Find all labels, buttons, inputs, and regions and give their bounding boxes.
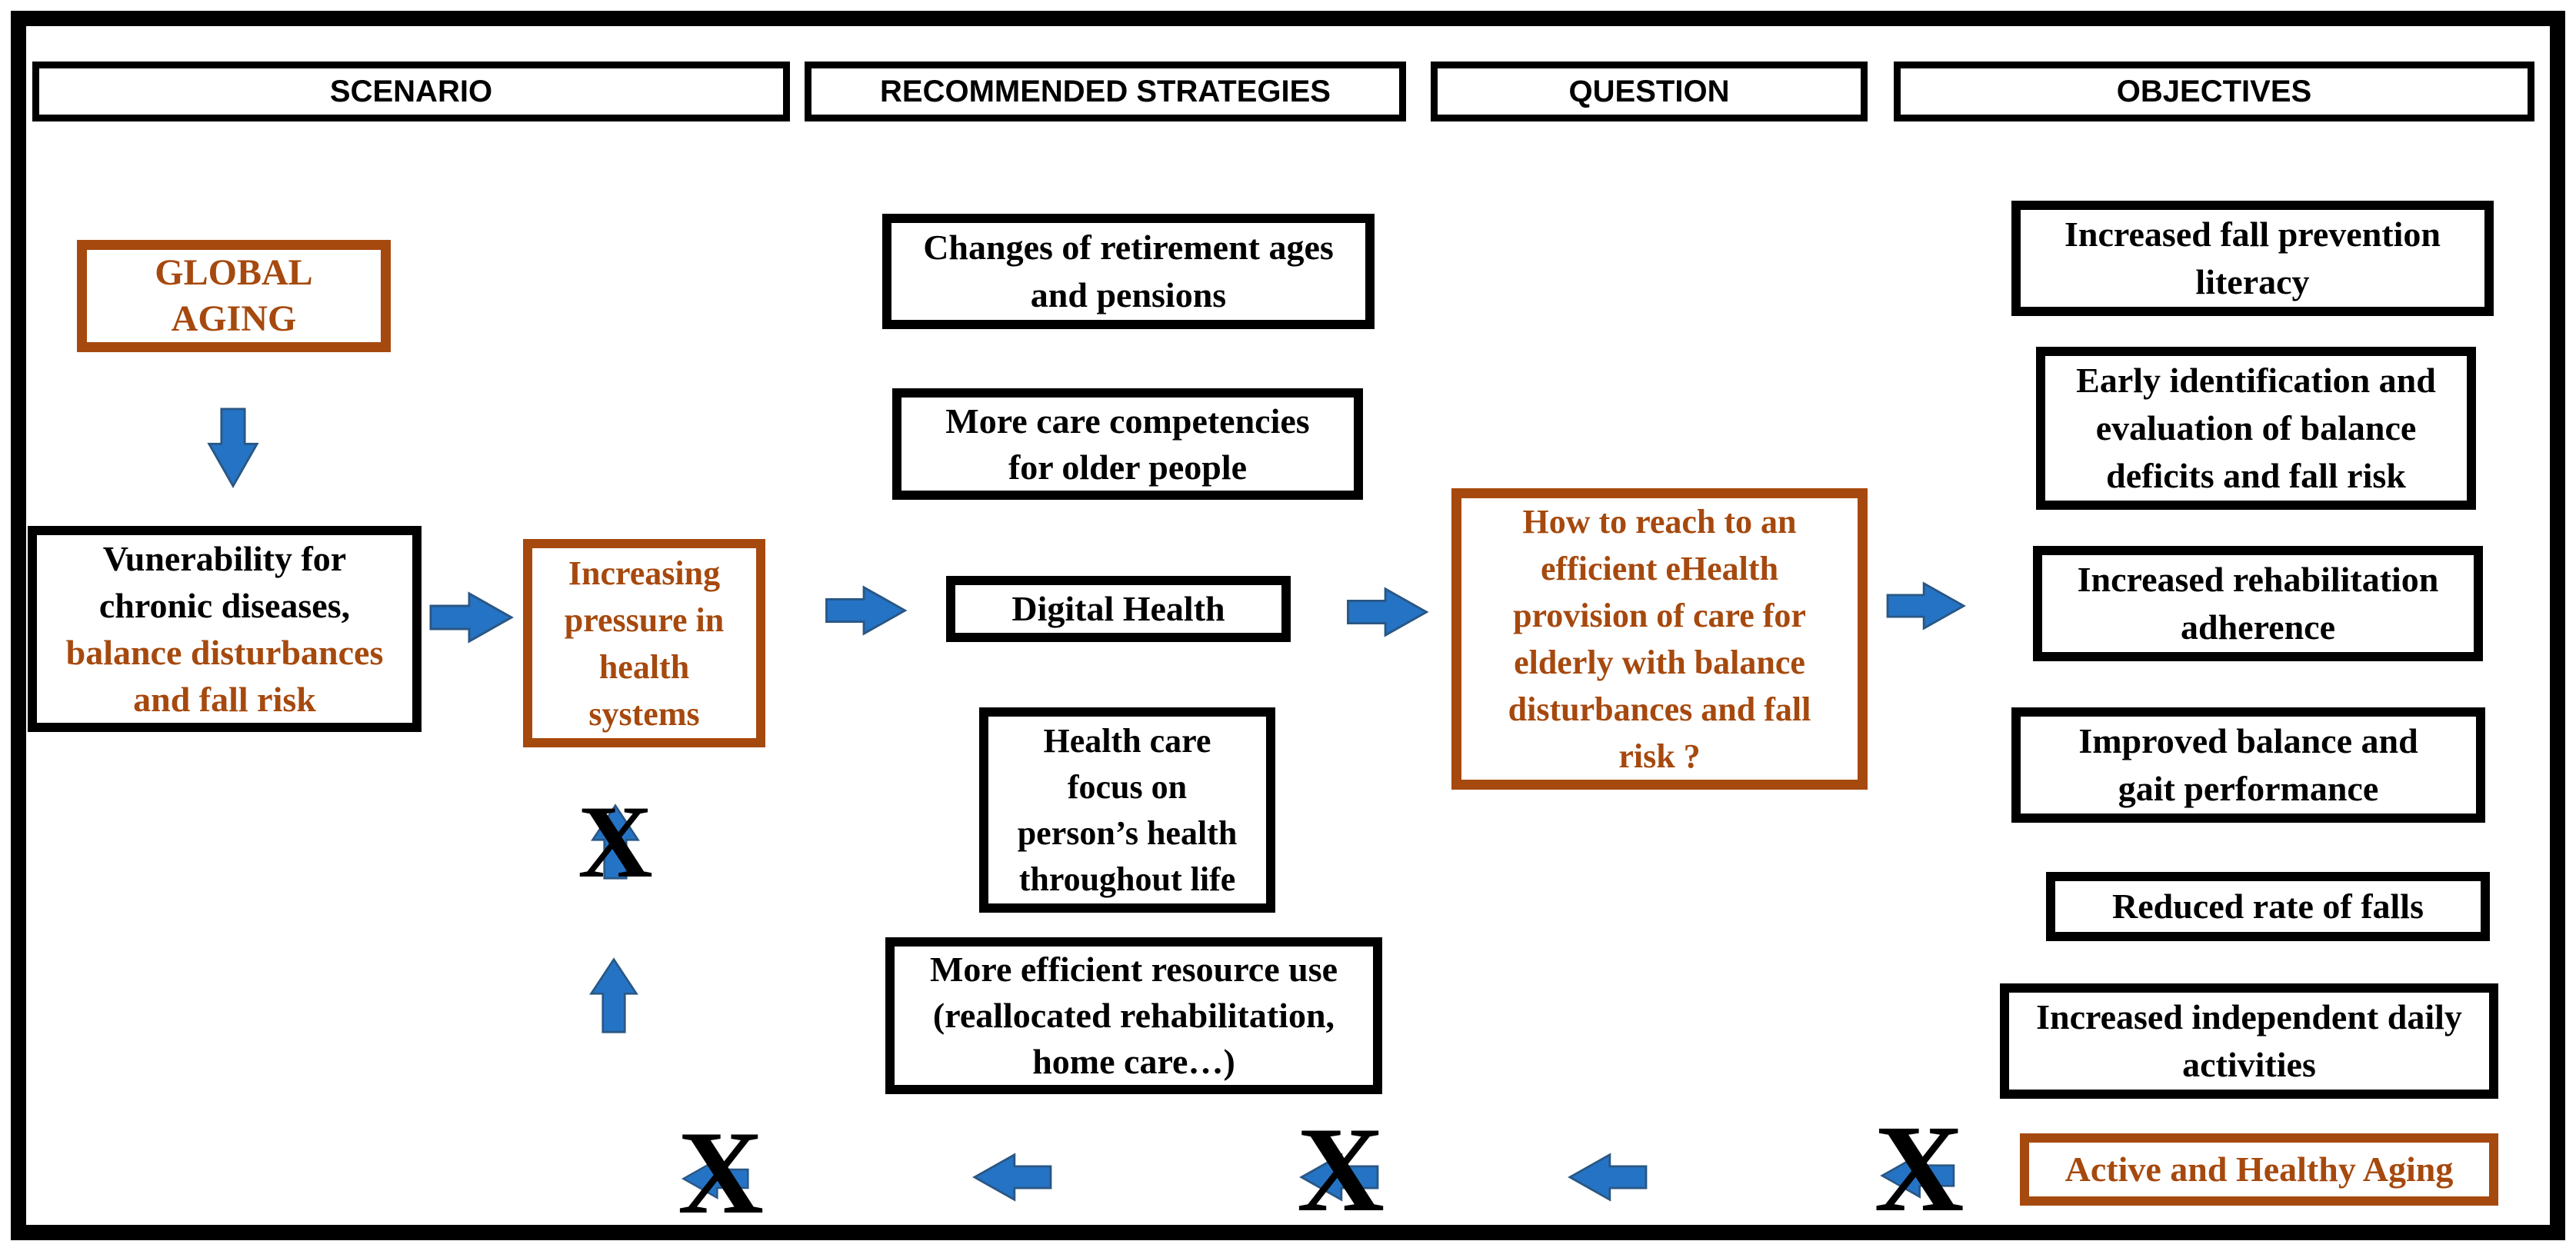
x-mark: X [1296,1103,1385,1237]
text-line: Increased independent daily [2036,997,2462,1036]
box-global-aging: GLOBAL AGING [77,240,391,352]
arrow-left-icon [1567,1152,1648,1203]
text-line: disturbances and fall [1508,690,1811,728]
text-line: chronic diseases, [98,586,351,625]
box-fall-prevention-literacy: Increased fall prevention literacy [2011,201,2494,316]
column-header-objectives: OBJECTIVES [1894,62,2534,121]
text-line: provision of care for [1513,597,1806,634]
arrow-up-icon [588,957,639,1034]
column-header-scenario: SCENARIO [32,62,790,121]
text-line: More care competencies [945,401,1310,441]
text-line: activities [2182,1045,2316,1084]
arrow-right-icon [1346,586,1429,638]
text-line: Reduced rate of falls [2112,887,2424,926]
box-early-identification: Early identification and evaluation of ba… [2036,347,2476,510]
box-active-healthy-aging: Active and Healthy Aging [2020,1133,2498,1206]
box-digital-health: Digital Health [946,576,1291,642]
text-line: evaluation of balance [2095,408,2417,447]
x-mark: X [578,784,653,900]
arrow-left-crossed-icon [673,1157,758,1200]
text-line: systems [588,694,700,733]
text-line: Increased fall prevention [2064,215,2441,254]
arrow-up-crossed-icon [590,804,641,880]
text-line: for older people [1008,447,1248,487]
box-reduced-falls: Reduced rate of falls [2046,872,2490,941]
text-line: balance disturbances [65,633,384,672]
box-resource-use: More efficient resource use (reallocated … [885,937,1382,1094]
text-line: (reallocated rehabilitation, [932,996,1335,1035]
text-line: pressure in [564,601,725,639]
box-rehabilitation-adherence: Increased rehabilitation adherence [2033,546,2483,661]
x-mark: X [1874,1100,1964,1238]
text-line: Changes of retirement ages [923,228,1334,267]
text-line: and fall risk [133,680,316,719]
column-header-question: QUESTION [1431,62,1868,121]
text-line: home care…) [1032,1042,1235,1081]
text-line: throughout life [1018,860,1236,898]
column-header-recommended-strategies: RECOMMENDED STRATEGIES [805,62,1406,121]
text-line: person’s health [1017,813,1238,852]
text-line: How to reach to an [1522,503,1797,541]
text-line: Increased rehabilitation [2077,560,2439,599]
arrow-left-icon [971,1152,1053,1203]
text-line: elderly with balance [1514,644,1805,681]
text-line: More efficient resource use [929,950,1338,989]
arrow-right-icon [825,584,908,637]
text-line: Increasing [568,554,721,592]
text-line: literacy [2195,262,2310,301]
text-line: focus on [1067,767,1188,806]
box-balance-gait: Improved balance and gait performance [2011,707,2485,823]
text-line: adherence [2180,607,2335,647]
text-line: Vunerability for [102,539,347,578]
box-ehealth-question: How to reach to an efficient eHealth provi… [1451,488,1868,790]
text-line: Active and Healthy Aging [2064,1150,2454,1189]
text-line: Health care [1043,721,1211,760]
diagram-border [11,11,2565,1240]
arrow-left-crossed-icon [1298,1152,1380,1203]
arrow-left-crossed-icon [1877,1152,1958,1199]
box-independent-activities: Increased independent daily activities [2000,983,2498,1099]
text-line: efficient eHealth [1540,550,1779,587]
text-line: Early identification and [2076,361,2436,400]
arrow-right-icon [429,591,514,644]
box-person-centered-care: Health care focus on person’s health throug… [979,707,1275,913]
text-line: AGING [171,298,297,339]
text-line: GLOBAL [155,252,313,293]
box-retirement: Changes of retirement ages and pensions [882,214,1375,329]
box-care-competencies: More care competencies for older people [892,388,1363,500]
box-vulnerability: Vunerability for chronic diseases, balance… [28,526,422,732]
text-line: and pensions [1030,275,1227,314]
text-line: gait performance [2118,769,2379,808]
text-line: risk ? [1618,737,1701,775]
text-line: health [598,647,690,686]
arrow-right-icon [1885,581,1968,631]
box-increasing-pressure: Increasing pressure in health systems [523,539,765,747]
text-line: Digital Health [1011,589,1225,628]
arrow-down-icon [206,406,260,489]
text-line: deficits and fall risk [2106,456,2406,495]
x-mark: X [678,1106,764,1239]
text-line: Improved balance and [2078,721,2418,760]
